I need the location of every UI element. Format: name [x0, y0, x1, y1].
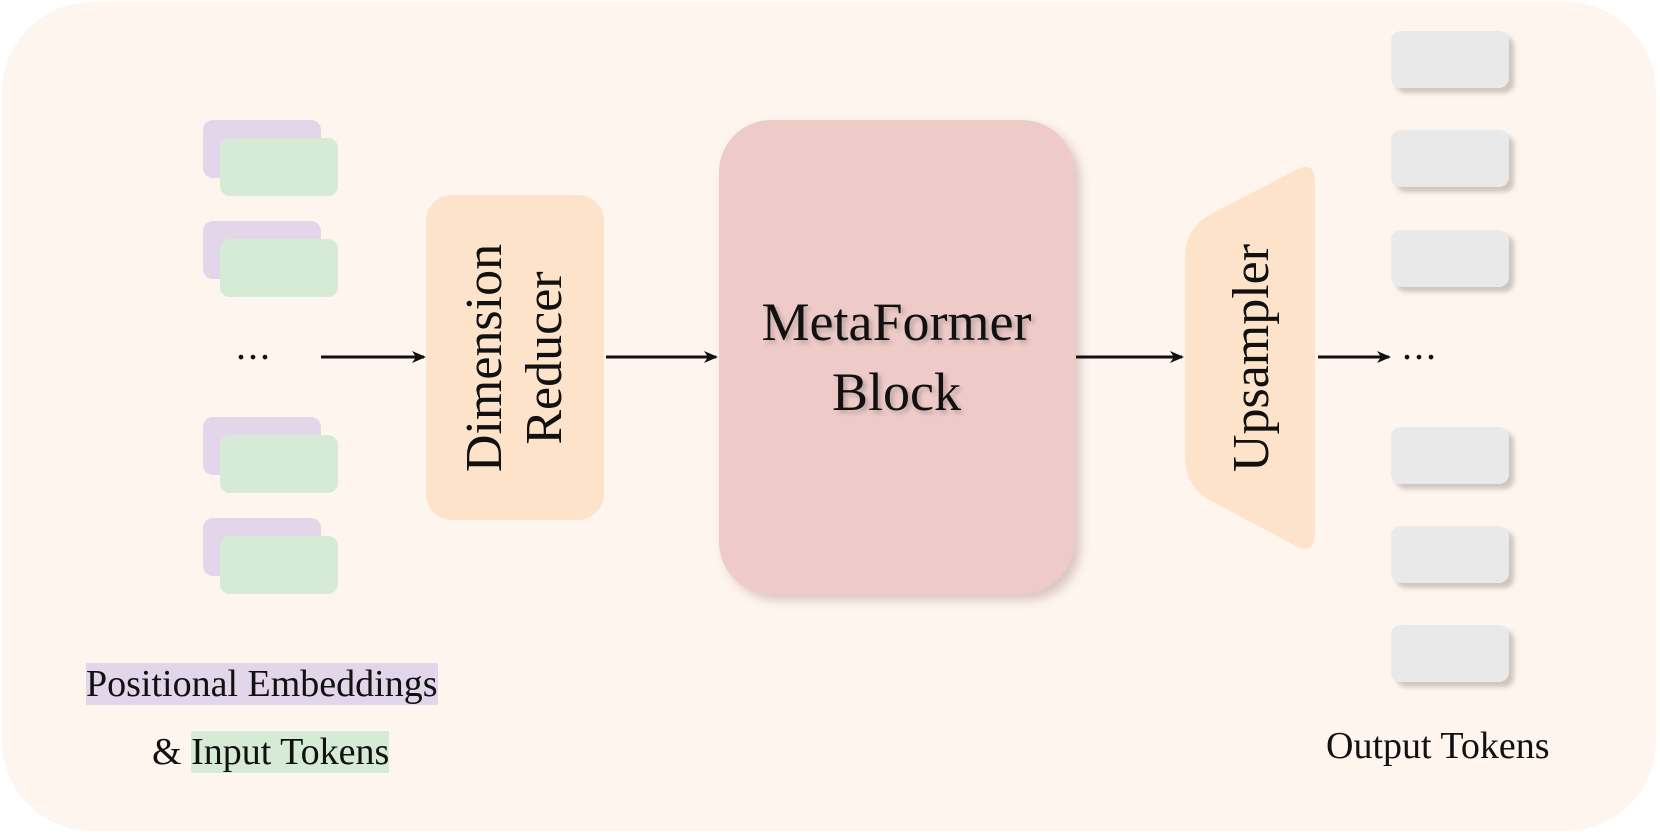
output-token [1391, 31, 1509, 88]
upsampler-label: Upsampler [1223, 244, 1280, 472]
metaformer-block: MetaFormer Block [719, 120, 1074, 594]
input-tokens-label: Input Tokens [191, 731, 390, 773]
input-token [220, 536, 338, 594]
input-token [220, 239, 338, 297]
metaformer-label-line1: MetaFormer [761, 292, 1032, 352]
input-token [220, 138, 338, 196]
positional-embeddings-label: Positional Embeddings [86, 663, 438, 705]
upsampler-block [1185, 166, 1315, 549]
output-tokens-label: Output Tokens [1326, 725, 1550, 767]
legend-input-tokens: & Input Tokens [152, 728, 390, 776]
output-token [1391, 625, 1509, 682]
output-token [1391, 230, 1509, 287]
dimension-reducer-block: Dimension Reducer [426, 195, 604, 520]
metaformer-label-line2: Block [832, 362, 961, 422]
input-token [220, 435, 338, 493]
output-token [1391, 526, 1509, 583]
output-ellipsis: ... [1402, 323, 1438, 368]
output-token [1391, 130, 1509, 187]
output-token [1391, 427, 1509, 484]
legend-positional-embeddings: Positional Embeddings [86, 660, 438, 708]
legend-ampersand: & [152, 731, 182, 773]
input-ellipsis: ... [236, 323, 272, 368]
